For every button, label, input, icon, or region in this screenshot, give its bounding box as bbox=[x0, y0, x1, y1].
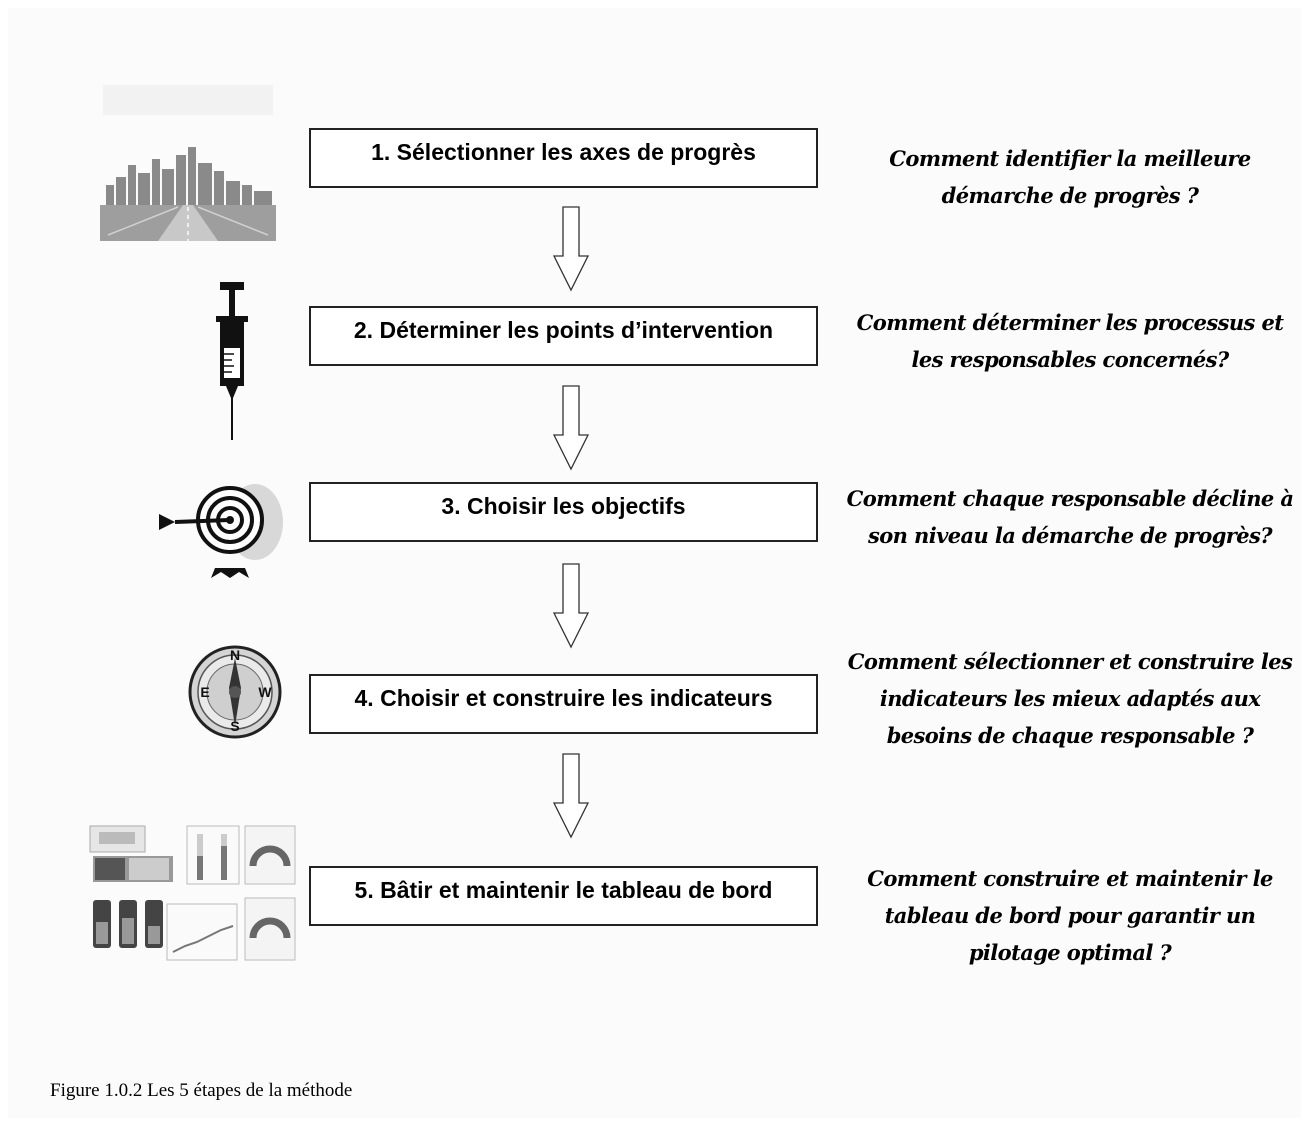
city-highway-icon bbox=[100, 85, 276, 241]
compass-letter-e: E bbox=[200, 684, 209, 700]
compass-letter-s: S bbox=[230, 718, 239, 734]
question-2: Comment déterminer les processus et les … bbox=[856, 310, 1284, 372]
down-arrow-2 bbox=[552, 385, 590, 471]
step-5-box: 5. Bâtir et maintenir le tableau de bord bbox=[309, 866, 818, 926]
compass-icon: N E W S bbox=[188, 645, 282, 739]
step-3-label: 3. Choisir les objectifs bbox=[441, 493, 686, 519]
question-4: Comment sélectionner et construire les i… bbox=[847, 649, 1293, 748]
question-1: Comment identifier la meilleure démarche… bbox=[889, 146, 1251, 208]
dashboard-icon bbox=[89, 825, 296, 961]
step-1-box: 1. Sélectionner les axes de progrès bbox=[309, 128, 818, 188]
figure-caption: Figure 1.0.2 Les 5 étapes de la méthode bbox=[50, 1080, 353, 1101]
step-2-label: 2. Déterminer les points d’intervention bbox=[353, 317, 774, 343]
target-dart-icon bbox=[159, 484, 283, 578]
compass-letter-n: N bbox=[230, 647, 240, 663]
step-1-label: 1. Sélectionner les axes de progrès bbox=[371, 139, 756, 165]
step-3-box: 3. Choisir les objectifs bbox=[309, 482, 818, 542]
down-arrow-4 bbox=[552, 753, 590, 839]
down-arrow-1 bbox=[552, 206, 590, 292]
down-arrow-3 bbox=[552, 563, 590, 649]
syringe-icon bbox=[216, 282, 248, 440]
compass-letter-w: W bbox=[258, 684, 272, 700]
question-3: Comment chaque responsable décline à son… bbox=[846, 486, 1294, 548]
step-2-box: 2. Déterminer les points d’intervention bbox=[309, 306, 818, 366]
step-4-label: 4. Choisir et construire les indicateurs bbox=[354, 685, 773, 711]
step-5-label: 5. Bâtir et maintenir le tableau de bord bbox=[354, 877, 773, 903]
question-5: Comment construire et maintenir le table… bbox=[867, 866, 1273, 965]
step-4-box: 4. Choisir et construire les indicateurs bbox=[309, 674, 818, 734]
